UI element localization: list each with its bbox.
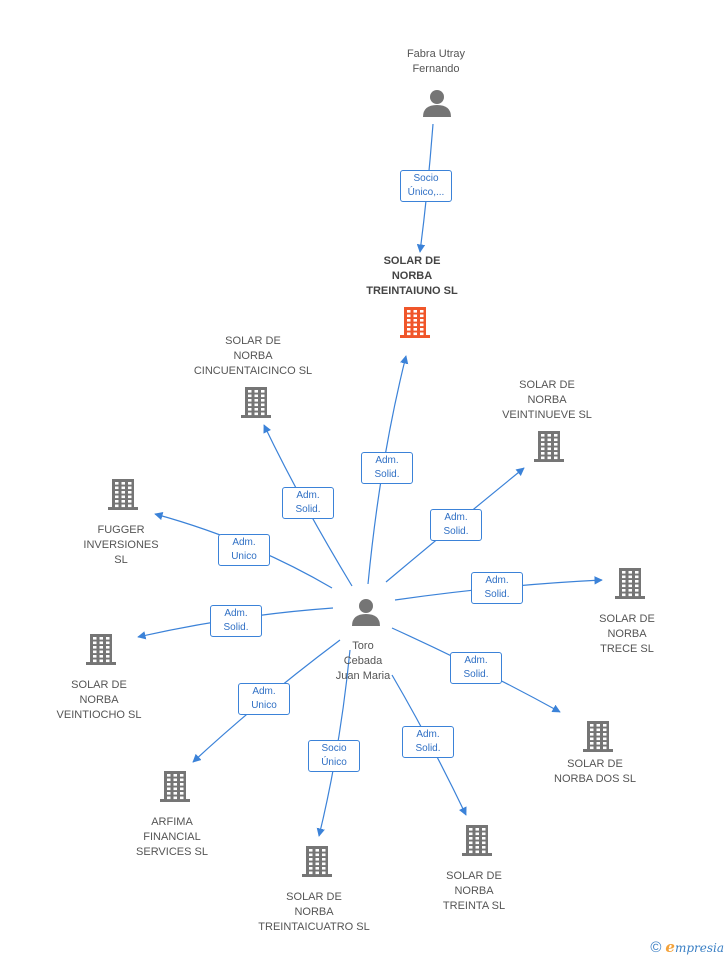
building-icon-treintaiuno[interactable] bbox=[400, 307, 430, 338]
edge-label-veintiocho[interactable]: Adm. Solid. bbox=[210, 605, 262, 637]
footer-brand: © empresia bbox=[650, 938, 724, 956]
node-label-cincuentaicinco[interactable]: SOLAR DE NORBA CINCUENTAICINCO SL bbox=[193, 334, 313, 377]
node-label-treinta[interactable]: SOLAR DE NORBA TREINTA SL bbox=[442, 870, 506, 912]
node-label-toro[interactable]: Toro Cebada Juan Maria bbox=[335, 640, 391, 682]
node-label-treintaicuatro[interactable]: SOLAR DE NORBA TREINTAICUATRO SL bbox=[258, 891, 370, 933]
edge-label-dos[interactable]: Adm. Solid. bbox=[450, 652, 502, 684]
edge-label-treintaicuatro[interactable]: Socio Único bbox=[308, 740, 360, 772]
person-icon-fabra[interactable] bbox=[423, 90, 451, 117]
building-icon-arfima[interactable] bbox=[160, 771, 190, 802]
edge-label-treintaiuno[interactable]: Socio Único,... bbox=[400, 170, 452, 202]
building-icon-dos[interactable] bbox=[583, 721, 613, 752]
node-label-arfima[interactable]: ARFIMA FINANCIAL SERVICES SL bbox=[136, 816, 208, 858]
edge-label-trece[interactable]: Adm. Solid. bbox=[471, 572, 523, 604]
edge-label-veintinueve[interactable]: Adm. Solid. bbox=[430, 509, 482, 541]
edge-label-cincuentaicinco[interactable]: Adm. Solid. bbox=[282, 487, 334, 519]
building-icon-treinta[interactable] bbox=[462, 825, 492, 856]
copyright-symbol: © bbox=[650, 938, 662, 956]
building-icon-trece[interactable] bbox=[615, 568, 645, 599]
node-label-veintiocho[interactable]: SOLAR DE NORBA VEINTIOCHO SL bbox=[56, 679, 142, 721]
building-icon-veintinueve[interactable] bbox=[534, 431, 564, 462]
edge-label-arfima[interactable]: Adm. Unico bbox=[238, 683, 290, 715]
brand-logo: empresia bbox=[665, 938, 724, 956]
person-icon-toro[interactable] bbox=[352, 599, 380, 626]
node-label-trece[interactable]: SOLAR DE NORBA TRECE SL bbox=[599, 613, 655, 655]
node-label-treintaiuno[interactable]: SOLAR DE NORBA TREINTAIUNO SL bbox=[366, 254, 458, 297]
building-icon-fugger[interactable] bbox=[108, 479, 138, 510]
building-icon-treintaicuatro[interactable] bbox=[302, 846, 332, 877]
node-label-fugger[interactable]: FUGGER INVERSIONES SL bbox=[83, 524, 159, 566]
building-icon-veintiocho[interactable] bbox=[86, 634, 116, 665]
node-label-veintinueve[interactable]: SOLAR DE NORBA VEINTINUEVE SL bbox=[502, 378, 592, 421]
edge-label-treintaiuno[interactable]: Adm. Solid. bbox=[361, 452, 413, 484]
edge-label-treinta[interactable]: Adm. Solid. bbox=[402, 726, 454, 758]
edge-label-fugger[interactable]: Adm. Unico bbox=[218, 534, 270, 566]
building-icon-cincuentaicinco[interactable] bbox=[241, 387, 271, 418]
node-label-dos[interactable]: SOLAR DE NORBA DOS SL bbox=[554, 758, 636, 785]
node-label-fabra[interactable]: Fabra Utray Fernando bbox=[406, 48, 466, 75]
